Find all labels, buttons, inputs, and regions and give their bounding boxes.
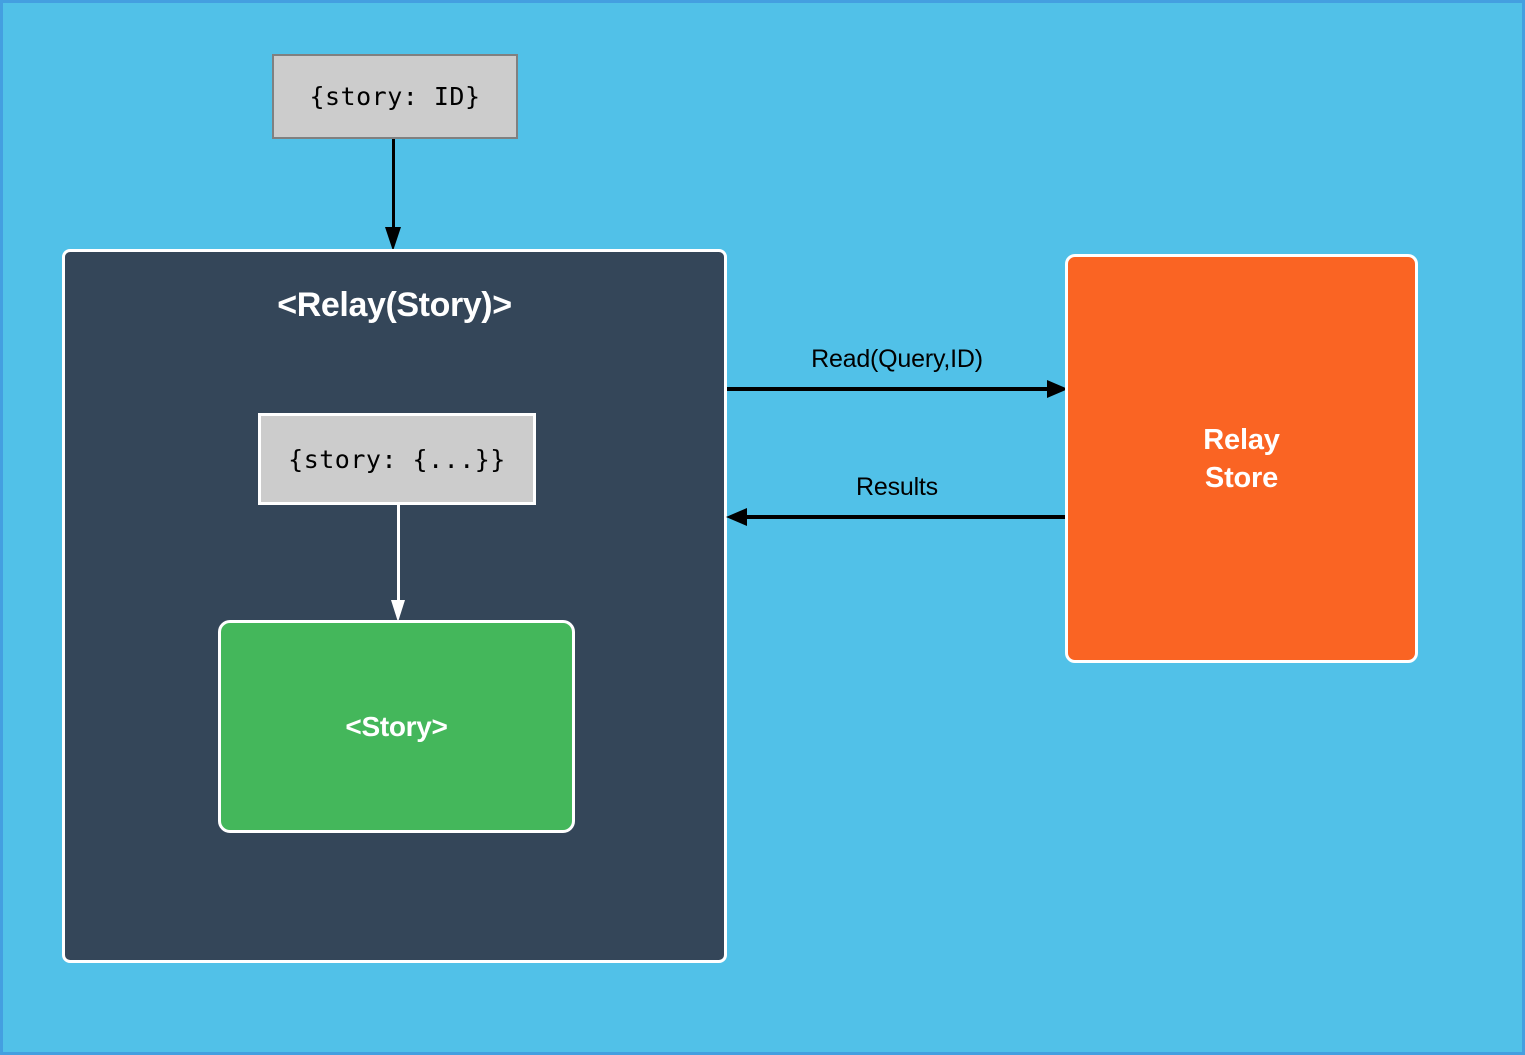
props-box-top: {story: ID} [272, 54, 518, 139]
relay-store-label-line2: Store [1204, 462, 1279, 495]
relay-story-title: <Relay(Story)> [277, 286, 512, 324]
edge-read-arrow [727, 380, 1068, 398]
edge-label-read: Read(Query,ID) [811, 345, 983, 373]
arrow-props-to-story [391, 505, 405, 625]
arrow-head-down-icon [391, 600, 405, 622]
props-box-top-label: {story: ID} [309, 82, 481, 111]
story-component-label: <Story> [345, 710, 448, 742]
edge-results-arrow [726, 508, 1067, 526]
arrow-head-down-icon [385, 227, 401, 251]
arrow-props-to-relay-container [385, 139, 401, 251]
props-box-inner-label: {story: {...}} [288, 444, 506, 474]
arrow-shaft [727, 387, 1051, 391]
arrow-head-left-icon [726, 508, 747, 526]
edge-label-results: Results [856, 473, 938, 501]
relay-store-label: Relay Store [1068, 421, 1415, 498]
relay-store-box: Relay Store [1065, 254, 1418, 663]
arrow-head-right-icon [1047, 380, 1068, 398]
relay-story-container: <Relay(Story)> {story: {...}} <Story> [62, 249, 727, 963]
story-component-box: <Story> [218, 620, 575, 833]
arrow-shaft [392, 139, 395, 231]
arrow-shaft [743, 515, 1067, 519]
arrow-shaft [397, 505, 400, 603]
relay-store-label-line1: Relay [1203, 424, 1280, 456]
props-box-inner: {story: {...}} [258, 413, 536, 505]
